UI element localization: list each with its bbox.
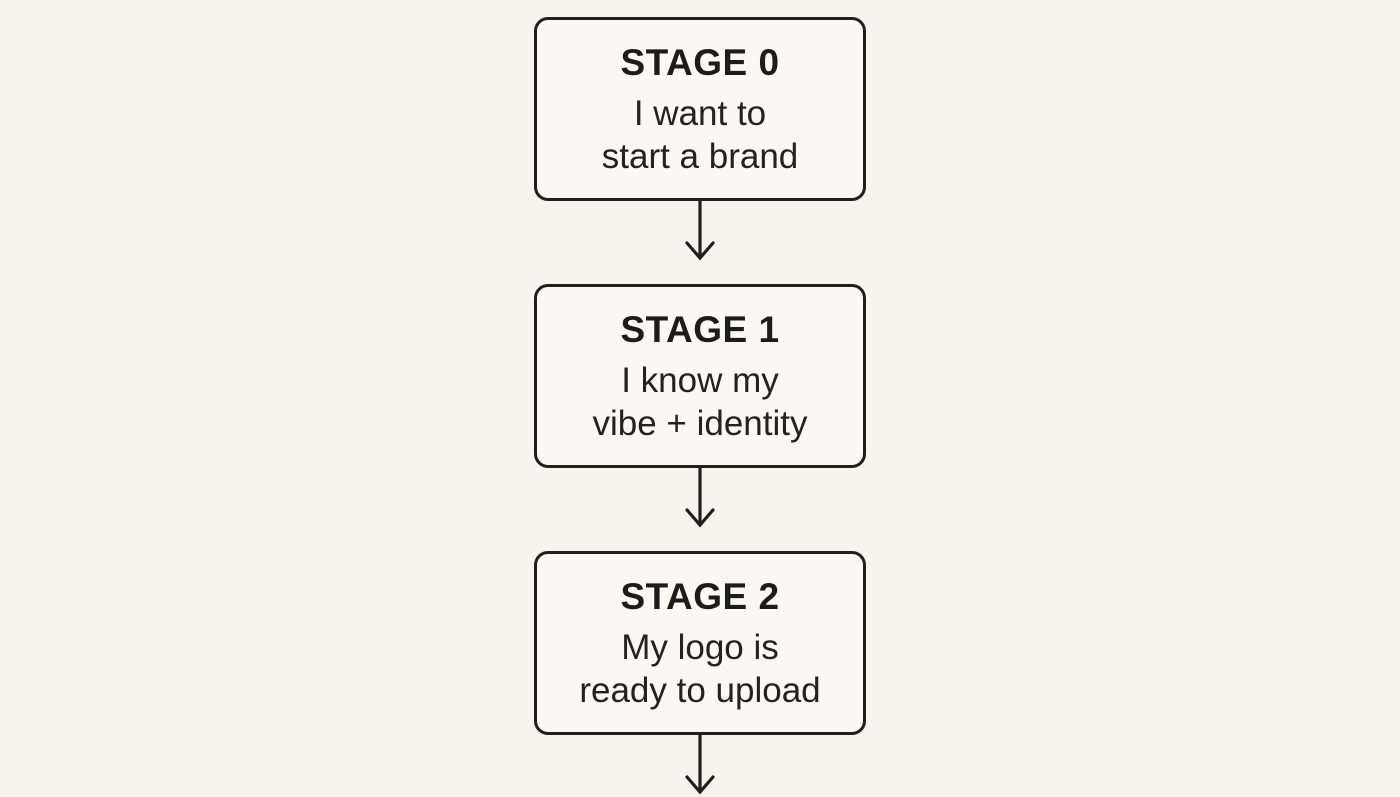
stage-node-2: STAGE 2 My logo is ready to upload bbox=[534, 551, 866, 735]
stage-description-line: I want to bbox=[633, 93, 767, 133]
stage-node-0: STAGE 0 I want to start a brand bbox=[534, 17, 866, 201]
stage-description-line: ready to upload bbox=[579, 670, 821, 710]
stage-title: STAGE 2 bbox=[620, 576, 780, 618]
stage-description-line: vibe + identity bbox=[592, 403, 808, 443]
arrow-down-icon bbox=[685, 201, 715, 261]
stage-description-line: My logo is bbox=[621, 627, 779, 667]
stage-description-line: I know my bbox=[621, 360, 779, 400]
stage-title: STAGE 0 bbox=[620, 42, 780, 84]
stage-title: STAGE 1 bbox=[620, 309, 780, 351]
arrow-down-icon bbox=[685, 468, 715, 528]
arrow-down-icon bbox=[685, 735, 715, 795]
stage-description-line: start a brand bbox=[601, 136, 799, 176]
stage-node-1: STAGE 1 I know my vibe + identity bbox=[534, 284, 866, 468]
